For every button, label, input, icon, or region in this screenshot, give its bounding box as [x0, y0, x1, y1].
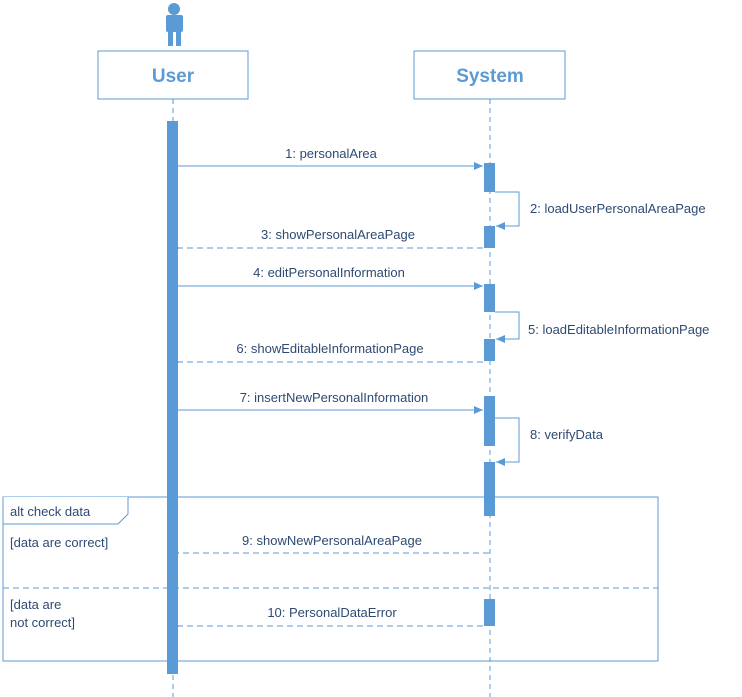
message-7-label: 7: insertNewPersonalInformation — [240, 390, 429, 405]
lifeline-system-box: System — [413, 50, 566, 100]
message-9-label: 9: showNewPersonalAreaPage — [242, 533, 422, 548]
message-4-label: 4: editPersonalInformation — [253, 265, 405, 280]
user-activation-bar — [167, 121, 178, 674]
system-activation-2 — [484, 226, 495, 248]
message-3-label: 3: showPersonalAreaPage — [261, 227, 415, 242]
alt-guard-2-line2: not correct] — [10, 615, 75, 630]
actor-icon — [166, 3, 183, 46]
message-2-arrow — [495, 191, 520, 230]
message-8-arrow — [495, 417, 520, 466]
system-activation-5 — [484, 396, 495, 446]
message-10-label: 10: PersonalDataError — [267, 605, 397, 620]
system-activation-1 — [484, 163, 495, 192]
system-activation-7 — [484, 599, 495, 626]
lifeline-user-box: User — [97, 50, 249, 100]
message-2-label: 2: loadUserPersonalAreaPage — [530, 201, 706, 216]
system-activation-6-overlay — [484, 497, 495, 516]
message-5-arrow — [495, 311, 520, 343]
user-activation-bar-overlay — [167, 497, 178, 674]
lifeline-user-title: User — [152, 66, 195, 87]
alt-frame-title: alt check data — [10, 504, 91, 519]
message-8-label: 8: verifyData — [530, 427, 604, 442]
alt-guard-1: [data are correct] — [10, 535, 108, 550]
lifeline-system-title: System — [456, 66, 524, 87]
alt-guard-2-line1: [data are — [10, 597, 61, 612]
message-6-label: 6: showEditableInformationPage — [236, 341, 423, 356]
system-activation-3 — [484, 284, 495, 312]
message-5-label: 5: loadEditableInformationPage — [528, 322, 709, 337]
message-1-label: 1: personalArea — [285, 146, 378, 161]
alt-frame: alt check data [data are correct] [data … — [2, 496, 659, 662]
system-activation-6 — [484, 462, 495, 516]
system-activation-4 — [484, 339, 495, 361]
